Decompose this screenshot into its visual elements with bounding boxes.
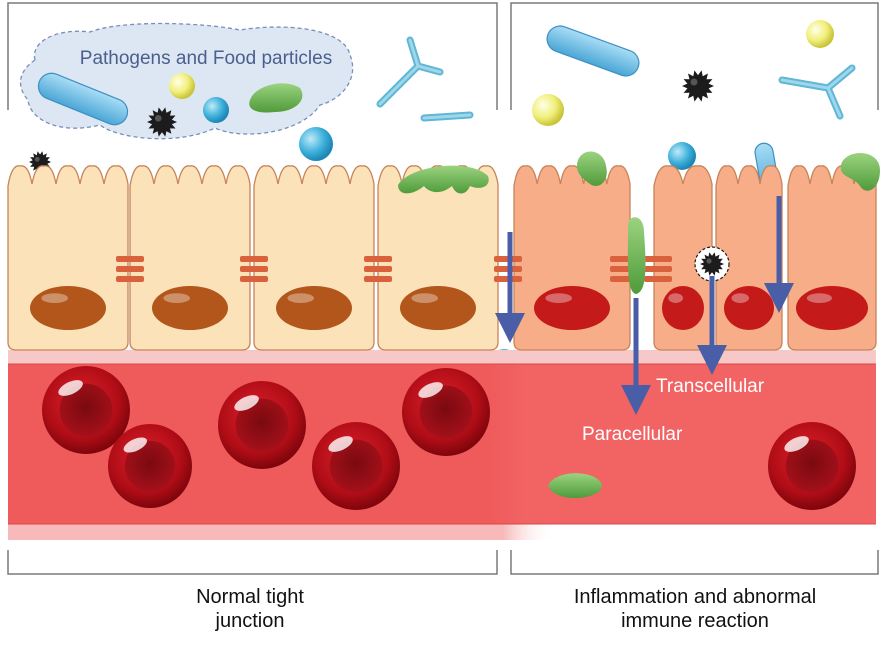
bacterium-rod-icon <box>37 72 129 126</box>
caption-inflammation-line1: Inflammation and abnormal <box>573 586 817 608</box>
inflamed-epithelial-cell <box>513 165 631 351</box>
food-particle-icon <box>840 152 880 191</box>
nucleus-icon <box>152 286 228 330</box>
epithelial-layer <box>7 165 877 351</box>
red-blood-cell-icon <box>312 422 400 510</box>
tight-junction-icon <box>644 256 672 282</box>
nucleus-icon <box>534 286 610 330</box>
normal-epithelial-cell <box>253 165 375 351</box>
tight-junction-icon <box>364 256 392 282</box>
transport-arrows <box>495 196 794 415</box>
red-blood-cell-icon <box>108 424 192 508</box>
nucleus-icon <box>276 286 352 330</box>
food-particle-icon <box>806 20 834 48</box>
food-particle-icon <box>203 97 229 123</box>
nucleus-icon <box>30 286 106 330</box>
transcellular-label: Transcellular <box>656 376 765 397</box>
tight-junction-icon <box>116 256 144 282</box>
bottom-bracket-left <box>7 550 498 575</box>
top-bracket-right <box>510 2 879 110</box>
y-antibody-icon <box>378 38 472 120</box>
virus-icon <box>700 252 724 276</box>
food-particle-icon <box>548 473 602 499</box>
top-bracket-left <box>7 2 498 110</box>
food-particle-icon <box>576 151 607 186</box>
caption-normal-junction: Normal tight junction <box>105 585 395 633</box>
normal-epithelial-cell <box>377 165 499 351</box>
caption-normal-line2: junction <box>215 610 285 632</box>
food-particle-icon <box>169 73 195 99</box>
inflamed-epithelial-cell <box>787 165 877 351</box>
virus-icon <box>682 70 714 102</box>
food-particle-icon <box>299 127 333 161</box>
food-particle-icon <box>668 142 696 170</box>
nucleus-icon <box>724 286 774 330</box>
red-blood-cell-icon <box>402 368 490 456</box>
food-particle-icon <box>532 94 564 126</box>
nucleus-icon <box>662 286 704 330</box>
food-particle-icon <box>249 83 303 113</box>
y-antibody-icon <box>376 36 474 122</box>
cloud-label: Pathogens and Food particles <box>80 48 332 69</box>
red-blood-cell-icon <box>768 422 856 510</box>
y-antibody-icon <box>780 66 854 118</box>
tight-junction-icon <box>240 256 268 282</box>
food-particle-icon <box>398 165 489 194</box>
red-blood-cell-group <box>42 366 856 510</box>
inflamed-epithelial-cell <box>653 165 713 351</box>
red-blood-cell-icon <box>42 366 130 454</box>
food-particle-icon <box>627 217 646 294</box>
red-blood-cell-icon <box>218 381 306 469</box>
caption-inflammation: Inflammation and abnormal immune reactio… <box>515 585 875 633</box>
caption-inflammation-line2: immune reaction <box>621 610 769 632</box>
paracellular-label: Paracellular <box>582 424 683 445</box>
bacterium-rod-icon <box>546 25 640 77</box>
virus-icon <box>147 107 177 137</box>
bottom-bracket-right <box>510 550 879 575</box>
normal-epithelial-cell <box>7 165 129 351</box>
nucleus-icon <box>400 286 476 330</box>
nucleus-icon <box>796 286 868 330</box>
normal-epithelial-cell <box>129 165 251 351</box>
caption-normal-line1: Normal tight <box>196 586 304 608</box>
